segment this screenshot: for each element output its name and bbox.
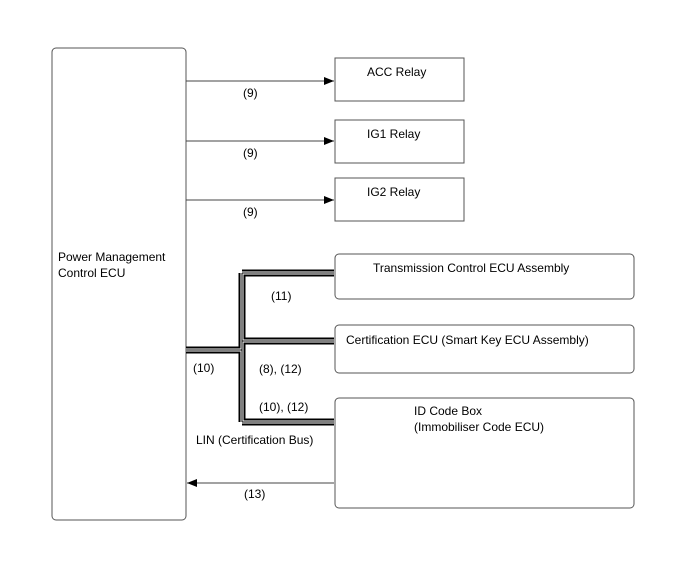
lin-bus-label: LIN (Certification Bus) bbox=[196, 433, 313, 447]
ig1-relay-label: IG1 Relay bbox=[367, 127, 420, 141]
ecu-box bbox=[51, 47, 187, 521]
certification-ecu-box bbox=[334, 324, 635, 374]
id-code-box-signal: (10), (12) bbox=[259, 400, 308, 414]
ecu-label-line2: Control ECU bbox=[58, 266, 125, 280]
transmission-signal: (11) bbox=[271, 289, 291, 303]
acc-relay-label: ACC Relay bbox=[367, 65, 426, 79]
ig2-relay: IG2 Relay (9) bbox=[186, 177, 465, 222]
power-management-ecu: Power Management Control ECU bbox=[51, 47, 187, 521]
ig2-relay-label: IG2 Relay bbox=[367, 185, 420, 199]
transmission-control-ecu: Transmission Control ECU Assembly (11) bbox=[271, 253, 635, 303]
lin-bus: (10) LIN (Certification Bus) bbox=[186, 269, 334, 447]
transmission-ecu-box bbox=[334, 253, 635, 300]
acc-relay: ACC Relay (9) bbox=[186, 57, 465, 102]
transmission-ecu-label: Transmission Control ECU Assembly bbox=[373, 261, 569, 275]
ig2-relay-signal: (9) bbox=[243, 205, 258, 219]
acc-relay-box bbox=[334, 57, 465, 102]
lin-bus-ecu-signal: (10) bbox=[193, 361, 214, 375]
id-code-box-return-signal: (13) bbox=[244, 487, 265, 501]
ig1-relay-signal: (9) bbox=[243, 146, 258, 160]
ig1-relay: IG1 Relay (9) bbox=[186, 119, 465, 164]
ig1-relay-box bbox=[334, 119, 465, 164]
certification-signal: (8), (12) bbox=[259, 362, 302, 376]
id-code-box-label-line1: ID Code Box bbox=[414, 404, 482, 418]
acc-relay-signal: (9) bbox=[243, 86, 258, 100]
id-code-box-rect bbox=[334, 397, 635, 509]
id-code-box: ID Code Box (Immobiliser Code ECU) (10),… bbox=[187, 397, 635, 509]
ecu-label-line1: Power Management bbox=[58, 250, 166, 264]
id-code-box-label-line2: (Immobiliser Code ECU) bbox=[414, 420, 544, 434]
ig2-relay-box bbox=[334, 177, 465, 222]
certification-ecu-label: Certification ECU (Smart Key ECU Assembl… bbox=[346, 333, 589, 347]
certification-ecu: Certification ECU (Smart Key ECU Assembl… bbox=[259, 324, 635, 376]
lin-bus-core bbox=[186, 272, 334, 423]
